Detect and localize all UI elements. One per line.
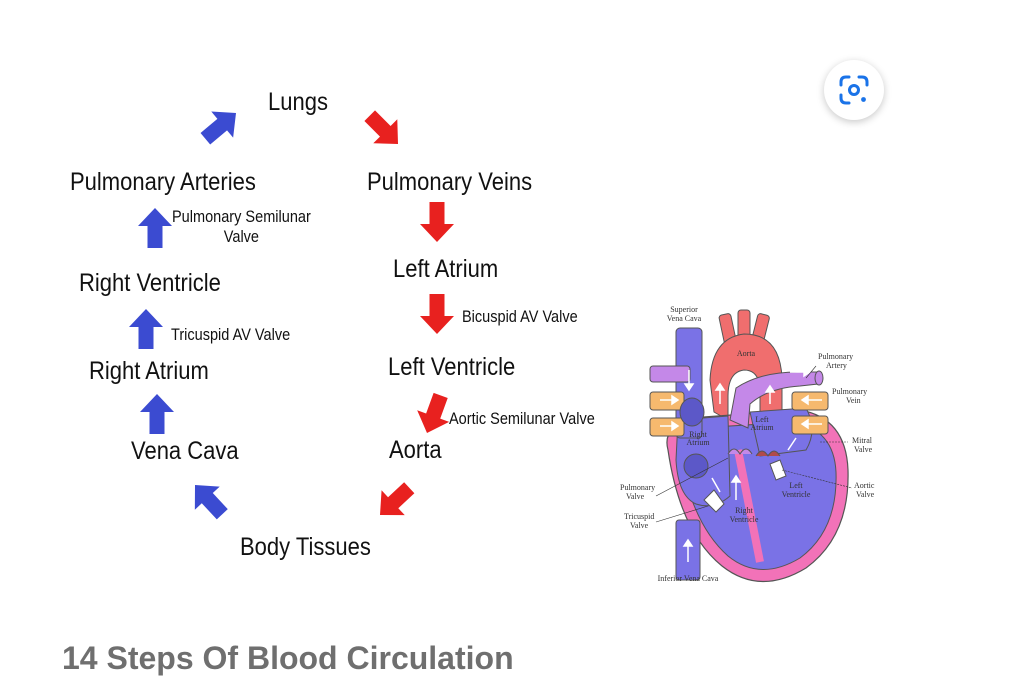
hl-mitral-valve-2: Valve [854, 445, 873, 454]
label-pulmonary-veins: Pulmonary Veins [367, 168, 533, 196]
hl-inferior-vena-cava: Inferior Vena Cava [658, 574, 719, 583]
label-pulmonary-semilunar-valve-line2: Valve [223, 228, 260, 246]
label-pulmonary-arteries: Pulmonary Arteries [70, 168, 256, 196]
svc-opening [679, 397, 705, 427]
arrow-right-ventricle-to-pulmonary-arteries [138, 208, 172, 248]
hl-superior-vena-cava-1: Superior [670, 305, 698, 314]
lens-search-icon [839, 75, 869, 105]
hl-pulmonary-artery-1: Pulmonary [818, 352, 853, 361]
arrow-body-tissues-to-vena-cava [182, 473, 235, 526]
label-vena-cava: Vena Cava [131, 437, 239, 465]
arrow-lungs-to-pulmonary-veins [357, 103, 411, 157]
arrow-left-atrium-to-left-ventricle [420, 294, 454, 334]
label-pulmonary-semilunar-valve-line1: Pulmonary Semilunar [172, 208, 311, 226]
hl-superior-vena-cava-2: Vena Cava [667, 314, 702, 323]
arrow-pulmonary-veins-to-left-atrium [420, 202, 454, 242]
hl-right-atrium-2: Atrium [686, 438, 710, 447]
label-left-ventricle: Left Ventricle [388, 353, 516, 381]
pulmonary-vein-left-1 [649, 391, 685, 411]
arrow-right-atrium-to-right-ventricle [129, 309, 163, 349]
arrow-pulmonary-arteries-to-lungs [194, 99, 247, 152]
hl-left-ventricle-1: Left [789, 481, 803, 490]
hl-mitral-valve-1: Mitral [852, 436, 873, 445]
tricuspid-valve-shape [703, 489, 725, 513]
hl-tricuspid-valve-1: Tricuspid [624, 512, 654, 521]
hl-pulmonary-artery-2: Artery [826, 361, 847, 370]
label-aortic-semilunar-valve: Aortic Semilunar Valve [449, 410, 595, 428]
label-bicuspid-av-valve: Bicuspid AV Valve [462, 308, 578, 326]
septum [734, 449, 764, 563]
heart-diagram: Superior Vena Cava Aorta Pulmonary Arter… [620, 305, 875, 583]
label-right-ventricle: Right Ventricle [79, 269, 221, 297]
hl-pulmonary-valve-2: Valve [626, 492, 645, 501]
label-aorta: Aorta [389, 436, 442, 464]
hl-left-ventricle-2: Ventricle [782, 490, 811, 499]
pulmonary-vein-right-1 [791, 391, 829, 411]
lens-search-button[interactable] [824, 60, 884, 120]
arrow-aorta-to-body-tissues [368, 475, 421, 528]
label-body-tissues: Body Tissues [240, 533, 371, 561]
pulmonary-artery-end [814, 370, 824, 386]
mitral-valve-shape [769, 459, 787, 481]
label-pulmonary-semilunar-valve: Pulmonary Semilunar Valve [172, 207, 311, 247]
label-right-atrium: Right Atrium [89, 357, 209, 385]
hl-left-atrium-2: Atrium [750, 423, 774, 432]
heart-flow-arrows [660, 366, 822, 562]
hl-pulmonary-vein-2: Vein [846, 396, 861, 405]
pulmonary-artery-left-branch [649, 365, 691, 383]
pulmonary-valve-shape [727, 448, 753, 455]
aortic-valve-shape [755, 450, 781, 457]
hl-right-ventricle-2: Ventricle [730, 515, 759, 524]
hl-left-atrium-1: Left [755, 415, 769, 424]
image-caption[interactable]: 14 Steps Of Blood Circulation [62, 640, 514, 676]
label-lungs: Lungs [268, 88, 328, 116]
hl-right-atrium-1: Right [689, 430, 708, 439]
hl-right-ventricle-1: Right [735, 506, 754, 515]
hl-aortic-valve-2: Valve [856, 490, 875, 499]
label-left-atrium: Left Atrium [393, 255, 499, 283]
hl-aortic-valve-1: Aortic [854, 481, 875, 490]
arrow-vena-cava-to-right-atrium [140, 394, 174, 434]
hl-aorta: Aorta [737, 349, 756, 358]
heart-label-leaders [655, 365, 853, 523]
hl-pulmonary-valve-1: Pulmonary [620, 483, 655, 492]
hl-tricuspid-valve-2: Valve [630, 521, 649, 530]
pulmonary-vein-right-2 [791, 415, 829, 435]
label-tricuspid-av-valve: Tricuspid AV Valve [171, 326, 291, 344]
pulmonary-vein-left-2 [649, 417, 685, 437]
hl-pulmonary-vein-1: Pulmonary [832, 387, 867, 396]
ivc-opening [683, 453, 709, 479]
